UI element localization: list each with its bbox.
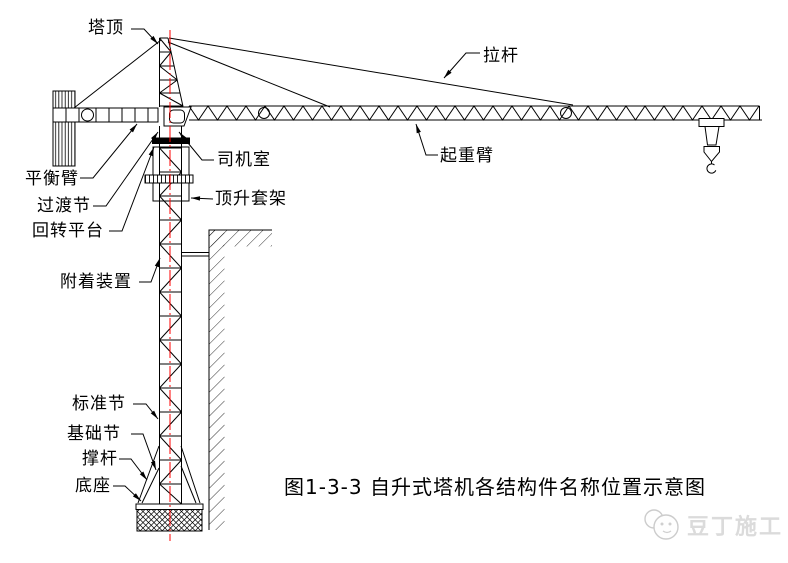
trolley-and-hook: [698, 118, 725, 174]
label-driver-cab: 司机室: [217, 150, 271, 170]
support-rods: [137, 445, 201, 504]
label-attachment-device: 附着装置: [60, 272, 132, 292]
tie-rods: [73, 37, 574, 109]
label-transition-section: 过渡节: [37, 196, 91, 216]
watermark-text: 豆丁施工: [687, 515, 784, 540]
building-wall: [208, 229, 272, 530]
label-tower-top: 塔顶: [88, 18, 124, 38]
label-support-rod: 撑杆: [82, 449, 118, 469]
label-base: 底座: [75, 476, 111, 496]
lifting-jib-lattice: [188, 105, 762, 121]
leader-lines: [80, 28, 480, 502]
label-tie-rod: 拉杆: [483, 46, 519, 66]
label-balance-arm: 平衡臂: [25, 169, 79, 189]
watermark-logo-icon: [644, 509, 679, 540]
label-standard-section: 标准节: [72, 394, 126, 414]
label-slewing-platform: 回转平台: [32, 221, 104, 241]
slewing-ring: [152, 137, 190, 144]
figure-caption: 图1-3-3 自升式塔机各结构件名称位置示意图: [284, 475, 706, 499]
jacking-sleeve-frame: [144, 146, 194, 202]
watermark: 豆丁施工: [640, 503, 783, 547]
tower-top-mast: [159, 37, 184, 107]
balance-arm-assembly: [52, 90, 159, 167]
label-lifting-jib: 起重臂: [440, 146, 494, 166]
attachment-tie: [181, 252, 209, 257]
label-jacking-frame: 顶升套架: [215, 189, 287, 209]
driver-cab: [163, 106, 192, 127]
label-foundation-section: 基础节: [67, 424, 121, 444]
